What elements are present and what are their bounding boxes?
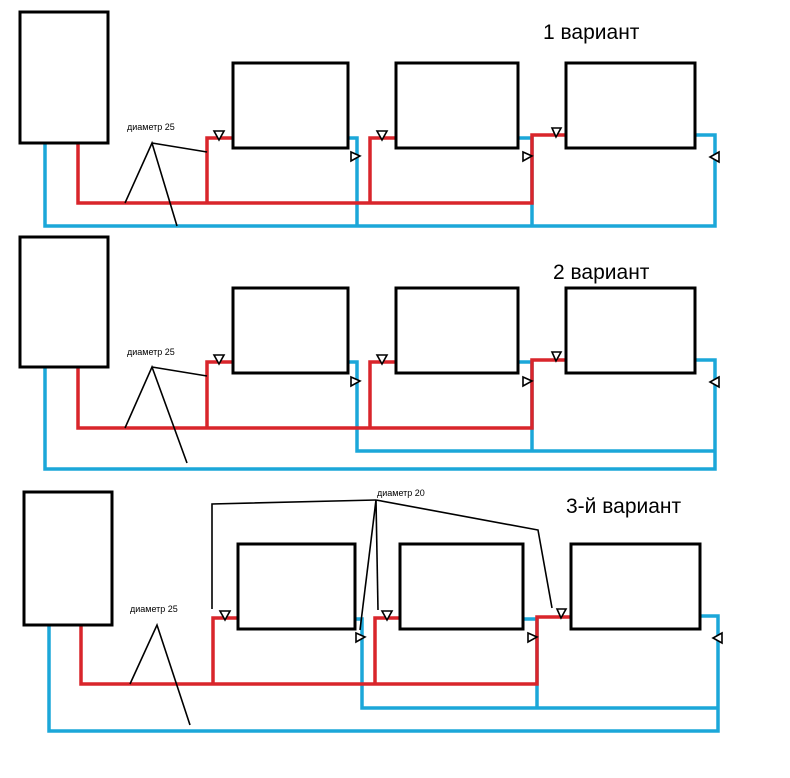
v3-branch-leader-2 [359, 499, 377, 631]
v3-branch-leader-4 [375, 499, 553, 609]
v1-rad1-return-stub [348, 136, 359, 156]
v2-diameter-label: диаметр 25 [127, 347, 175, 357]
v1-valve-icon-4 [350, 150, 362, 163]
v2-radiator-2 [394, 286, 520, 375]
v1-valve-icon-5 [522, 150, 534, 163]
v1-supply-pipe [76, 133, 566, 205]
v3-return-pipe [47, 625, 720, 733]
v1-radiator-1 [231, 61, 350, 150]
v2-valve-icon-3 [550, 351, 563, 363]
v2-valve-icon-4 [350, 375, 362, 388]
v2-valve-icon-5 [522, 375, 534, 388]
v1-valve-icon-1 [212, 130, 226, 142]
v3-diameter-leader [129, 622, 191, 726]
v2-boiler [18, 235, 110, 369]
v2-supply-riser-2 [368, 360, 396, 428]
v1-supply-riser-2 [368, 136, 396, 203]
v3-title: 3-й вариант [566, 495, 682, 518]
v3-valve-icon-5 [527, 631, 539, 644]
v2-supply-riser-1 [205, 360, 233, 428]
v2-radiator-1 [231, 286, 350, 375]
v1-diameter-label: диаметр 25 [127, 122, 175, 132]
v2-diameter-leader [124, 364, 188, 464]
v1-boiler [18, 10, 110, 145]
v3-return-collector [360, 637, 718, 710]
v3-branch-leader-1 [211, 499, 377, 609]
v1-rad3-return-stub [695, 133, 717, 161]
v1-valve-icon-2 [375, 130, 389, 142]
v3-branch-diameter-label: диаметр 20 [377, 488, 425, 498]
v2-rad1-return-stub [348, 360, 359, 380]
v2-diameter-leader-2 [151, 366, 208, 377]
v3-valve-icon-2 [380, 610, 394, 622]
v2-radiator-3 [564, 286, 697, 375]
v3-valve-icon-6 [711, 631, 723, 645]
v1-valve-icon-6 [708, 150, 720, 164]
v3-radiator-1 [236, 542, 357, 631]
variant-1: диаметр 25 1 вариант [18, 10, 720, 228]
v3-valve-icon-4 [355, 631, 367, 644]
v3-branch-leader-3 [375, 499, 379, 611]
v3-valve-icon-1 [218, 610, 232, 622]
v1-diameter-leader-2 [151, 142, 208, 153]
v2-rad3-return-stub [695, 358, 717, 385]
v1-valve-icon-3 [550, 127, 563, 139]
v3-radiator-2 [398, 542, 525, 631]
v1-radiator-2 [394, 61, 520, 150]
v3-radiator-3 [569, 542, 702, 631]
v3-boiler [22, 490, 114, 627]
variant-2: диаметр 25 2 вариант [18, 235, 720, 471]
v1-radiator-3 [564, 61, 697, 150]
v2-valve-icon-6 [708, 375, 720, 389]
v1-return-pipe [43, 143, 717, 228]
v1-diameter-leader [124, 140, 178, 227]
v3-supply-riser-1 [211, 616, 238, 684]
variant-3: диаметр 25 диаметр 20 3-й вариант [22, 488, 723, 733]
v2-valve-icon-2 [375, 354, 389, 366]
v3-rad3-return-stub [700, 614, 720, 640]
v2-return-pipe [43, 367, 717, 471]
v3-supply-riser-2 [373, 616, 400, 684]
v2-return-collector [355, 380, 715, 453]
v1-title: 1 вариант [543, 21, 640, 44]
v3-diameter-label: диаметр 25 [130, 604, 178, 614]
v2-title: 2 вариант [553, 261, 650, 284]
v2-supply-pipe [76, 358, 566, 430]
v3-valve-icon-3 [555, 608, 568, 620]
v3-supply-pipe [79, 615, 571, 686]
v1-supply-riser-1 [205, 136, 233, 203]
v2-valve-icon-1 [212, 354, 226, 366]
